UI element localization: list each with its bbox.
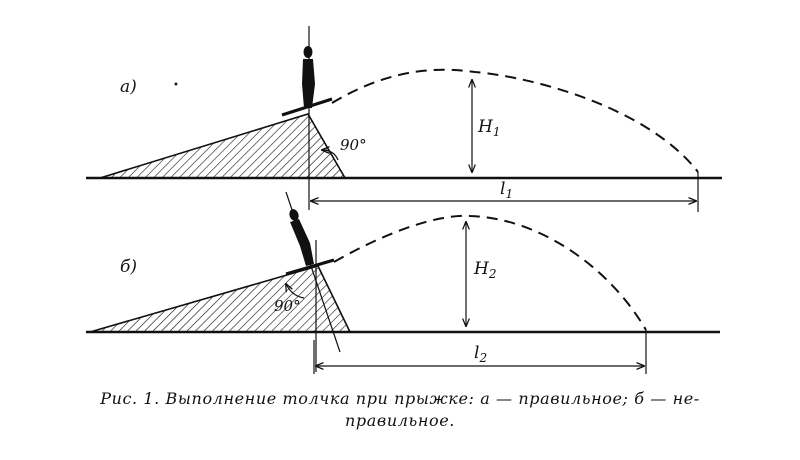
ski-jump-diagram: а) • 90° H1 l1 б) bbox=[86, 26, 722, 374]
right-angle-arc bbox=[322, 150, 339, 161]
panel-b-label: б) bbox=[120, 257, 137, 277]
length-label-a: l1 bbox=[500, 179, 513, 201]
panel-a: а) • 90° H1 l1 bbox=[86, 26, 722, 212]
right-angle-arc bbox=[286, 284, 305, 299]
takeoff-ramp bbox=[99, 113, 347, 179]
panel-b: б) 90° H2 l2 bbox=[86, 191, 720, 374]
stray-mark: • bbox=[173, 80, 179, 91]
caption-line-1: Рис. 1. Выполнение толчка при прыжке: а … bbox=[100, 389, 700, 408]
length-label-b: l2 bbox=[474, 343, 487, 365]
height-label-b: H2 bbox=[473, 259, 496, 281]
jump-trajectory bbox=[331, 68, 699, 173]
caption-line-2: правильное. bbox=[345, 411, 455, 430]
figure-caption: Рис. 1. Выполнение толчка при прыжке: а … bbox=[0, 388, 800, 432]
panel-a-label: а) bbox=[120, 77, 137, 97]
angle-label-a: 90° bbox=[340, 136, 367, 154]
skier-figure bbox=[285, 209, 335, 276]
jump-trajectory bbox=[333, 214, 647, 331]
skier-figure bbox=[281, 46, 333, 117]
angle-label-b: 90° bbox=[274, 297, 301, 315]
height-label-a: H1 bbox=[477, 117, 500, 139]
